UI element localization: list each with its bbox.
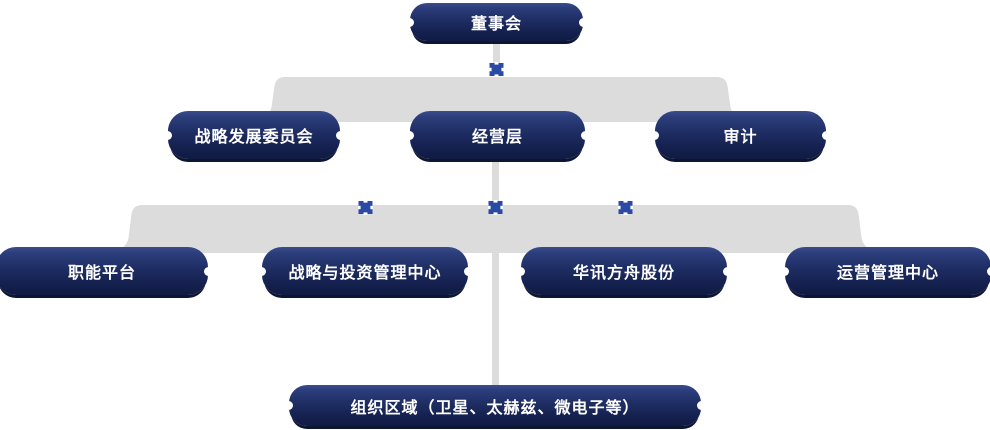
node-huaxun-ark-shares: 华讯方舟股份 [516, 247, 732, 295]
node-label: 运营管理中心 [836, 263, 939, 282]
node-functional-platform: 职能平台 [0, 247, 213, 295]
connector-line-board [493, 39, 500, 65]
junction-cross-icon [618, 200, 633, 215]
node-label: 董事会 [470, 14, 522, 33]
node-label: 经营层 [471, 127, 523, 146]
node-label: 组织区域（卫星、太赫兹、微电子等） [350, 397, 640, 417]
connector-band-level-2 [257, 77, 745, 122]
node-operations-center: 运营管理中心 [780, 247, 990, 295]
node-strategy-committee: 战略发展委员会 [163, 111, 345, 159]
node-label: 战略与投资管理中心 [288, 263, 442, 282]
node-audit: 审计 [650, 111, 831, 159]
node-management: 经营层 [405, 111, 590, 159]
junction-cross-icon [489, 62, 504, 77]
node-label: 华讯方舟股份 [572, 263, 675, 282]
node-label: 战略发展委员会 [194, 127, 314, 146]
node-org-regions: 组织区域（卫星、太赫兹、微电子等） [284, 385, 706, 426]
node-strategy-investment-center: 战略与投资管理中心 [257, 247, 473, 295]
connector-line-management [492, 158, 499, 204]
junction-cross-icon [358, 200, 373, 215]
connector-band-level-3 [110, 205, 880, 253]
node-label: 职能平台 [67, 263, 136, 282]
node-label: 审计 [723, 127, 758, 146]
junction-cross-icon [488, 200, 503, 215]
connector-line-regions [492, 252, 499, 386]
node-board: 董事会 [405, 3, 588, 41]
